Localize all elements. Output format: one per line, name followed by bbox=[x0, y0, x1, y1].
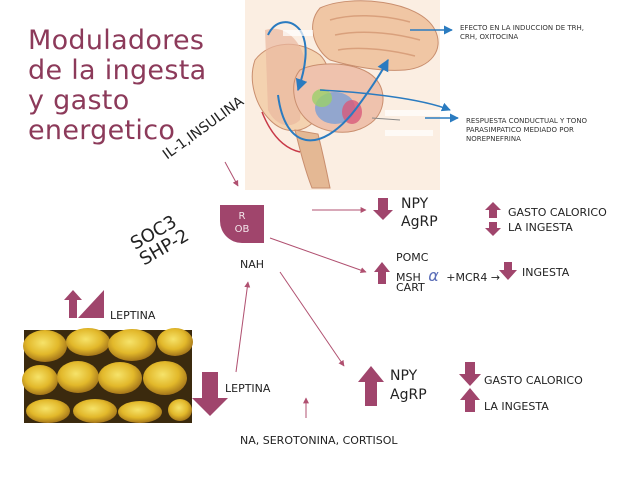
receptor-to-pomc-arrow bbox=[269, 237, 367, 274]
leptina-wedge bbox=[78, 290, 104, 318]
receptor-ob: R OB bbox=[220, 205, 264, 243]
leptina-up-arrow bbox=[64, 290, 82, 318]
adipose-tissue-image bbox=[22, 328, 193, 423]
pomc-up-arrow bbox=[374, 262, 390, 284]
msh-label: MSH bbox=[396, 271, 421, 284]
brain-illustration bbox=[245, 0, 451, 190]
leptina-to-nah-arrow bbox=[235, 281, 251, 373]
receptor-line-1: R bbox=[238, 211, 246, 222]
bottom-gasto-down-arrow bbox=[459, 362, 481, 386]
cart-label: CART bbox=[396, 281, 425, 294]
il-to-receptor-arrow bbox=[224, 161, 239, 187]
title-line-2: de la ingesta bbox=[28, 55, 207, 86]
bottom-ingesta-up-arrow bbox=[460, 388, 480, 412]
title-line-3: y gasto bbox=[28, 85, 130, 116]
top-agrp-label: AgRP bbox=[401, 214, 438, 230]
bottom-npy-label: NPY bbox=[390, 368, 418, 384]
top-gasto-label: GASTO CALORICO bbox=[508, 206, 607, 219]
title-line-1: Moduladores bbox=[28, 25, 205, 56]
mcr4-label: +MCR4 → bbox=[446, 271, 501, 284]
bottom-npy-up-arrow bbox=[358, 366, 384, 406]
gasto-up-arrow bbox=[485, 202, 501, 218]
receptor-line-2: OB bbox=[234, 224, 250, 235]
ingesta-down-arrow bbox=[485, 222, 501, 236]
bottom-agrp-label: AgRP bbox=[390, 387, 427, 403]
bottom-gasto-label: GASTO CALORICO bbox=[484, 374, 583, 387]
annotation-conductual: RESPUESTA CONDUCTUAL Y TONO PARASIMPATIC… bbox=[466, 117, 588, 143]
bottom-ingesta-label: LA INGESTA bbox=[484, 400, 549, 413]
top-ingesta-label: LA INGESTA bbox=[508, 221, 573, 234]
npy-down-arrow bbox=[373, 198, 393, 220]
leptina-bottom-label: LEPTINA bbox=[225, 382, 271, 395]
leptina-down-arrow bbox=[192, 372, 228, 416]
pomc-ingesta-label: INGESTA bbox=[522, 266, 570, 279]
top-npy-label: NPY bbox=[401, 196, 429, 212]
na-serotonina-label: NA, SEROTONINA, CORTISOL bbox=[240, 434, 398, 447]
annotation-trh: EFECTO EN LA INDUCCION DE TRH, CRH, OXIT… bbox=[460, 24, 585, 41]
nah-label: NAH bbox=[240, 258, 265, 271]
alpha-symbol: α bbox=[428, 266, 439, 285]
pomc-ingesta-down-arrow bbox=[499, 262, 517, 280]
nah-to-bottom-npy-arrow bbox=[279, 271, 345, 367]
leptina-left-label: LEPTINA bbox=[110, 309, 156, 322]
msh-row: MSH α +MCR4 → bbox=[396, 266, 500, 285]
pomc-label: POMC bbox=[396, 251, 429, 264]
title-line-4: energetico bbox=[28, 115, 176, 146]
page-title: Moduladores de la ingesta y gasto energe… bbox=[28, 26, 228, 146]
